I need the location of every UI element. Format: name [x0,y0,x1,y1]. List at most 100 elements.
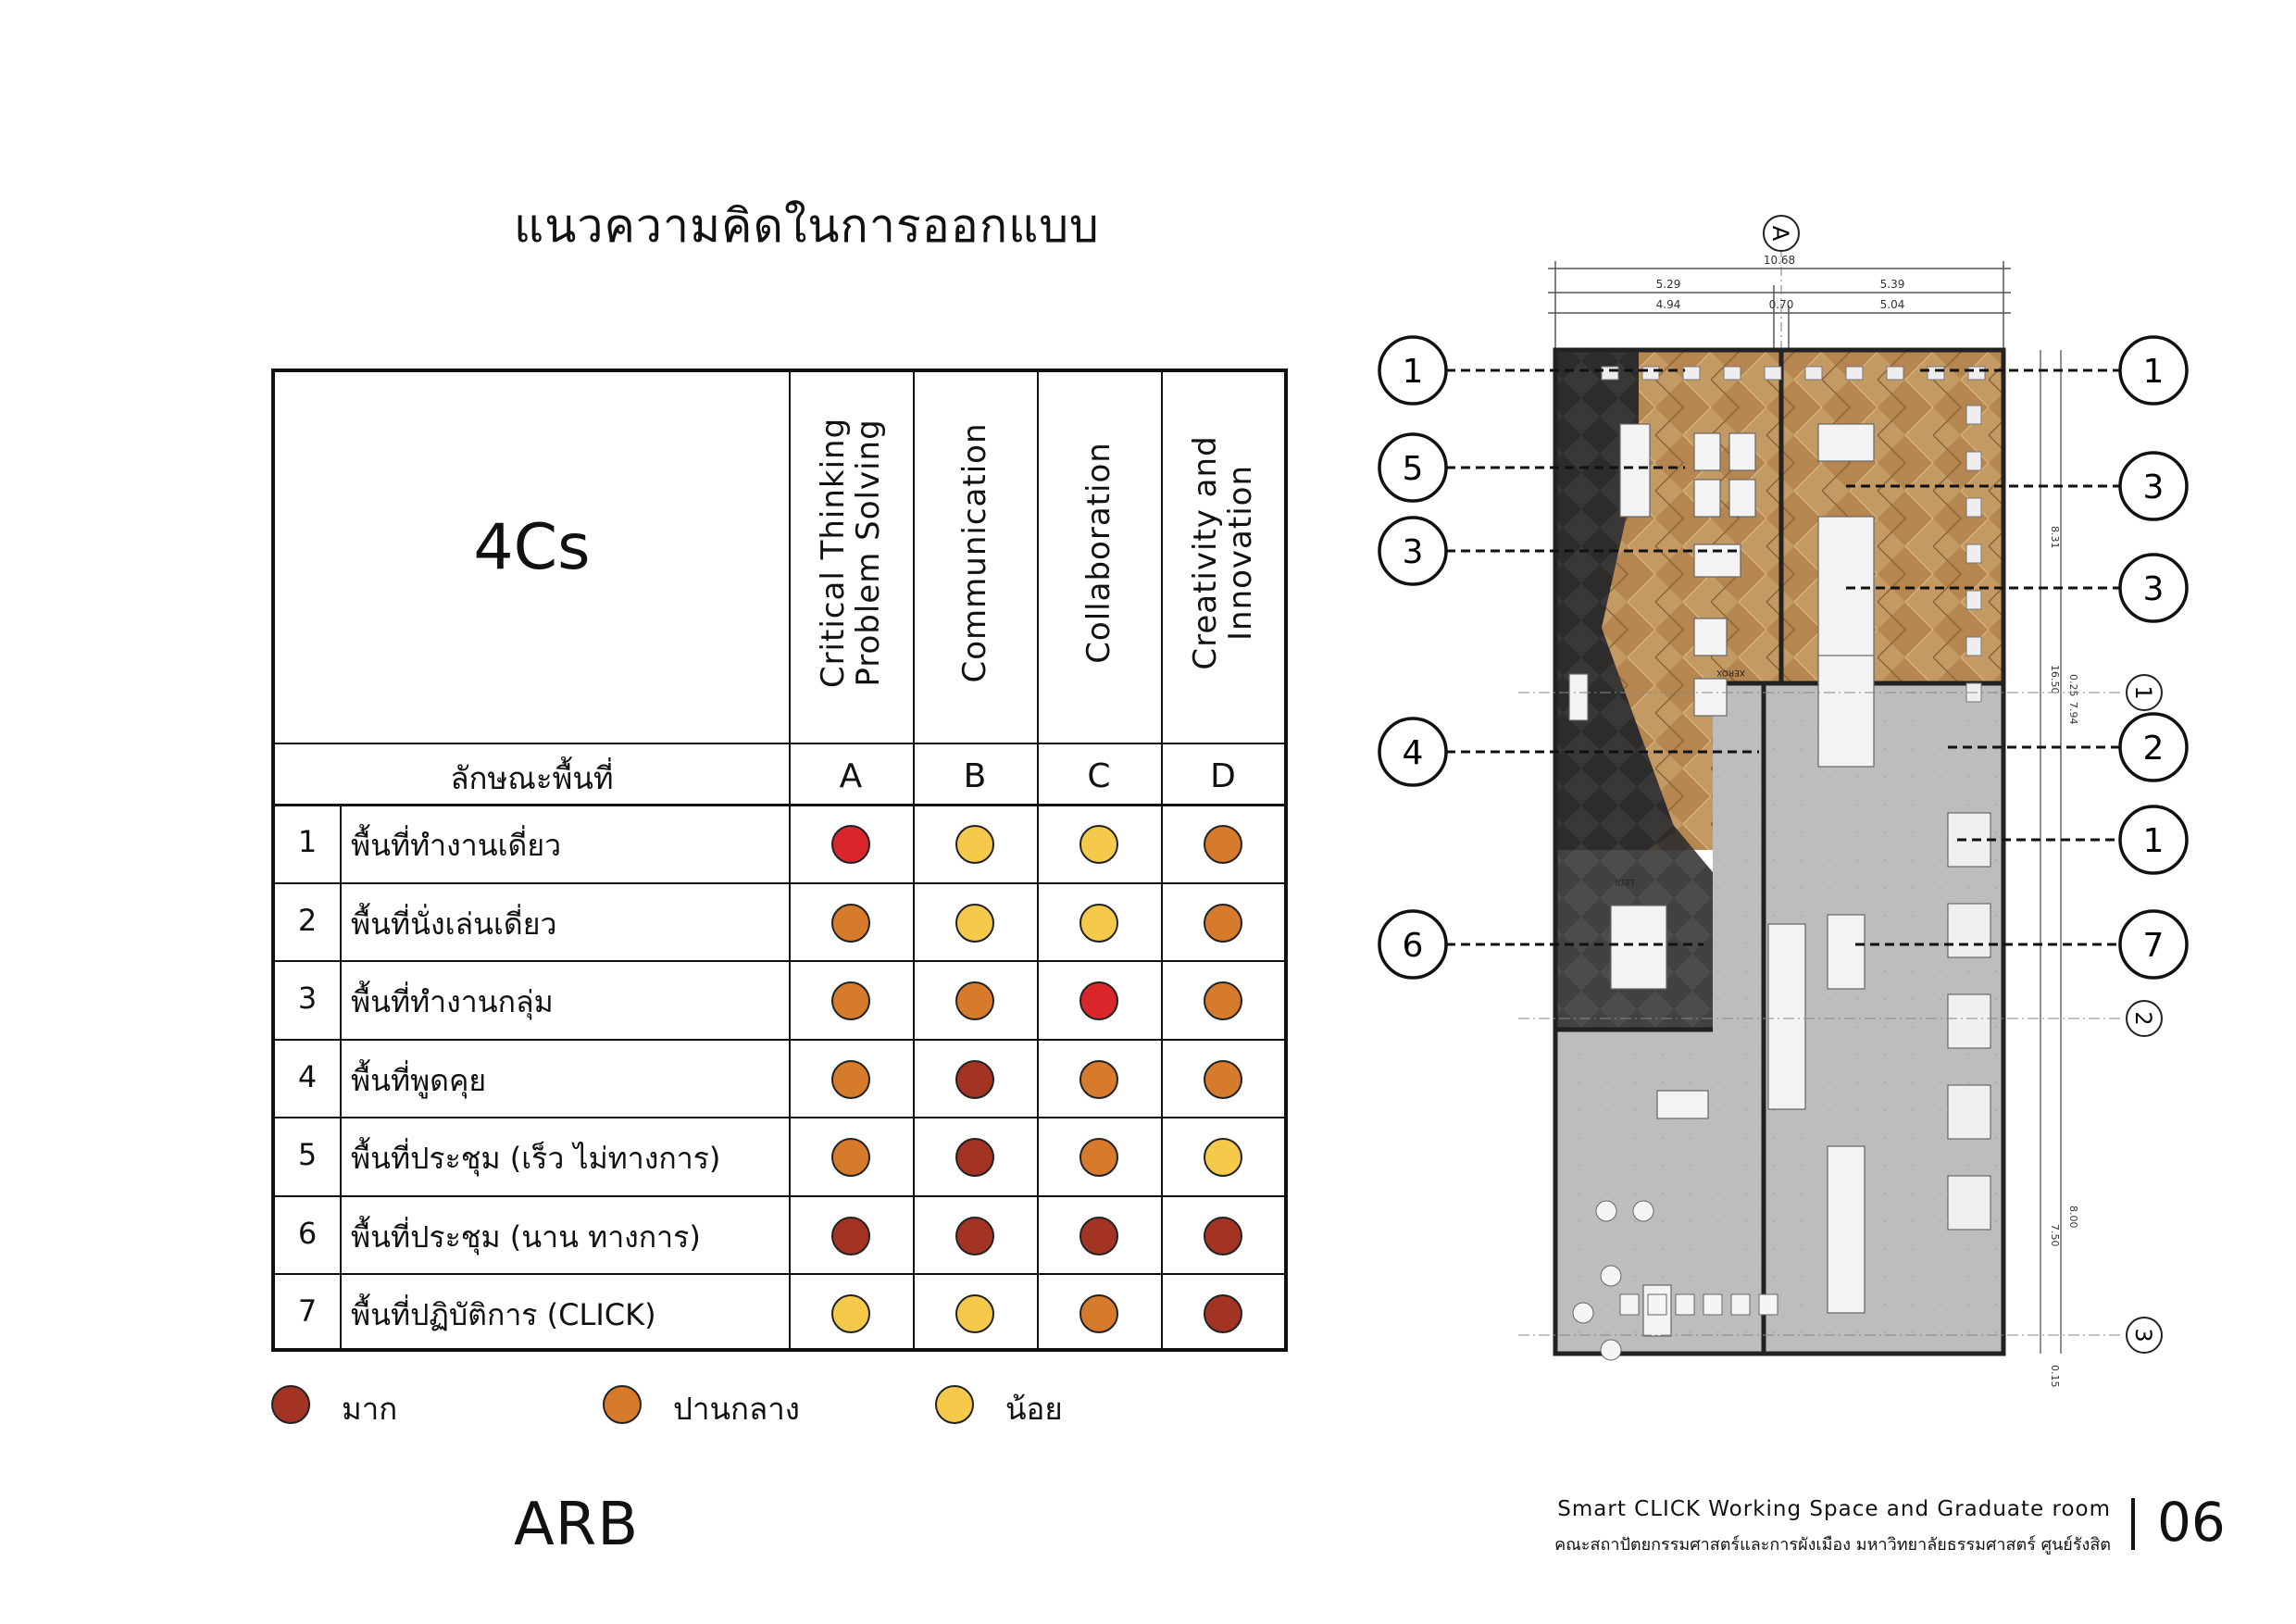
furniture-chair [1675,1293,1695,1316]
grid-bubble [2126,1317,2163,1354]
xerox-label: XEROX [1716,668,1745,677]
legend-dot-high [271,1385,310,1424]
footer-logo: ARB [514,1491,640,1559]
row-label: พื้นที่ประชุม (นาน ทางการ) [351,1218,701,1255]
furniture-table [1693,618,1728,656]
dimension-right [2040,350,2062,1354]
row-number: 6 [297,1215,318,1251]
row-number: 7 [297,1293,318,1329]
rating-dot-highest [831,825,870,865]
callout-bubble [1378,432,1448,503]
callout-bubble [2118,805,2189,875]
footer-faculty: คณะสถาปัตยกรรมศาสตร์และการผังเมือง มหาวิ… [1554,1535,2111,1555]
callout-number: 4 [1403,734,1424,772]
rating-dot-high [1079,1216,1118,1255]
dark-floor-zone-lower [1555,683,1741,1072]
column-header: Communication [913,372,1037,733]
num-col-divider [340,804,342,1348]
grid-label: 2 [2130,1011,2156,1025]
callout-number: 1 [2143,822,2165,860]
col-divider [913,372,915,1348]
rating-dot-high [955,1138,994,1178]
dimension-top [1548,261,2011,350]
rating-dot-high [955,1216,994,1255]
furniture-chair [1965,636,1982,656]
grid-label: 3 [2130,1328,2156,1342]
row-label: พื้นที่นั่งเล่นเดี่ยว [351,906,557,942]
column-title-line: Critical Thinking [815,417,852,689]
furniture-table [1767,923,1806,1110]
furniture-chair [1965,590,1982,610]
led-label: LEDI [1616,877,1634,886]
page-number: 06 [2157,1491,2226,1554]
legend-dot-low [935,1385,974,1424]
callout-bubble [1378,516,1448,586]
grid-label: 1 [2130,685,2156,699]
furniture-table [1728,432,1756,471]
furniture-table [1817,655,1875,768]
rating-dot-high [1204,1294,1242,1334]
callout-bubble [2118,712,2189,782]
furniture-chair [1965,405,1982,425]
grid-bubble-a [1763,215,1800,252]
grid-bubble [2126,674,2163,711]
furniture-chair [1804,366,1823,381]
furniture-workstation [1947,1175,1991,1230]
furniture-chair [1730,1293,1751,1316]
footer-separator [2131,1498,2135,1550]
dim-left: 5.29 [1656,278,1681,291]
column-title-line: Problem Solving [850,418,887,687]
row-number: 4 [297,1058,318,1094]
furniture-chair [1886,366,1904,381]
furniture-table [1693,543,1741,578]
dim-right-value: 16.50 [2049,665,2061,694]
row-divider [275,1273,1284,1275]
column-title-line: Communication [956,422,993,683]
dim-right-inner: 5.04 [1880,298,1905,311]
rating-dot-medium [1079,1294,1118,1334]
callout-number: 3 [2143,570,2165,608]
furniture-table [1693,678,1728,717]
furniture-table [1827,1145,1866,1314]
dim-total: 10.68 [1764,254,1795,267]
row-divider [275,1038,1284,1041]
row-number: 2 [297,902,318,938]
rating-dot-medium [1079,1138,1118,1178]
row-number: 5 [297,1137,318,1172]
grid-bubble [2126,1000,2163,1037]
callout-number: 5 [1403,450,1424,488]
dim-right-value: 0.15 [2049,1365,2061,1388]
rating-dot-high [955,1059,994,1099]
furniture-table [1817,423,1875,462]
subheader-divider [275,804,1284,806]
legend-label: น้อย [1005,1391,1063,1427]
row-number: 1 [297,824,318,859]
dim-right-value: 8.31 [2049,526,2061,549]
furniture-chair [1641,366,1660,381]
furniture-stool [1600,1339,1622,1361]
rating-dot-medium [831,1138,870,1178]
rating-dot-low [1079,903,1118,943]
callout-bubble [1378,335,1448,406]
row-divider [275,881,1284,884]
footer-project-title: Smart CLICK Working Space and Graduate r… [1557,1497,2111,1521]
space-type-header: ลักษณะพื้นที่ [450,760,614,796]
dim-right: 5.39 [1880,278,1905,291]
row-label: พื้นที่ทำงานกลุ่ม [351,984,554,1019]
row-divider [275,960,1284,962]
column-letter: D [1210,757,1236,795]
furniture-workstation [1947,993,1991,1049]
furniture-chair [1647,1293,1667,1316]
callout-bubble [2118,553,2189,623]
row-number: 3 [297,981,318,1016]
column-letter: C [1087,757,1111,795]
column-letter: A [839,757,863,795]
rating-dot-medium [831,981,870,1021]
4cs-header: 4Cs [473,511,591,584]
furniture-workstation [1947,903,1991,958]
column-header: Collaboration [1037,372,1161,733]
header-divider [275,743,1284,744]
dim-right-value: 7.50 [2049,1224,2061,1247]
